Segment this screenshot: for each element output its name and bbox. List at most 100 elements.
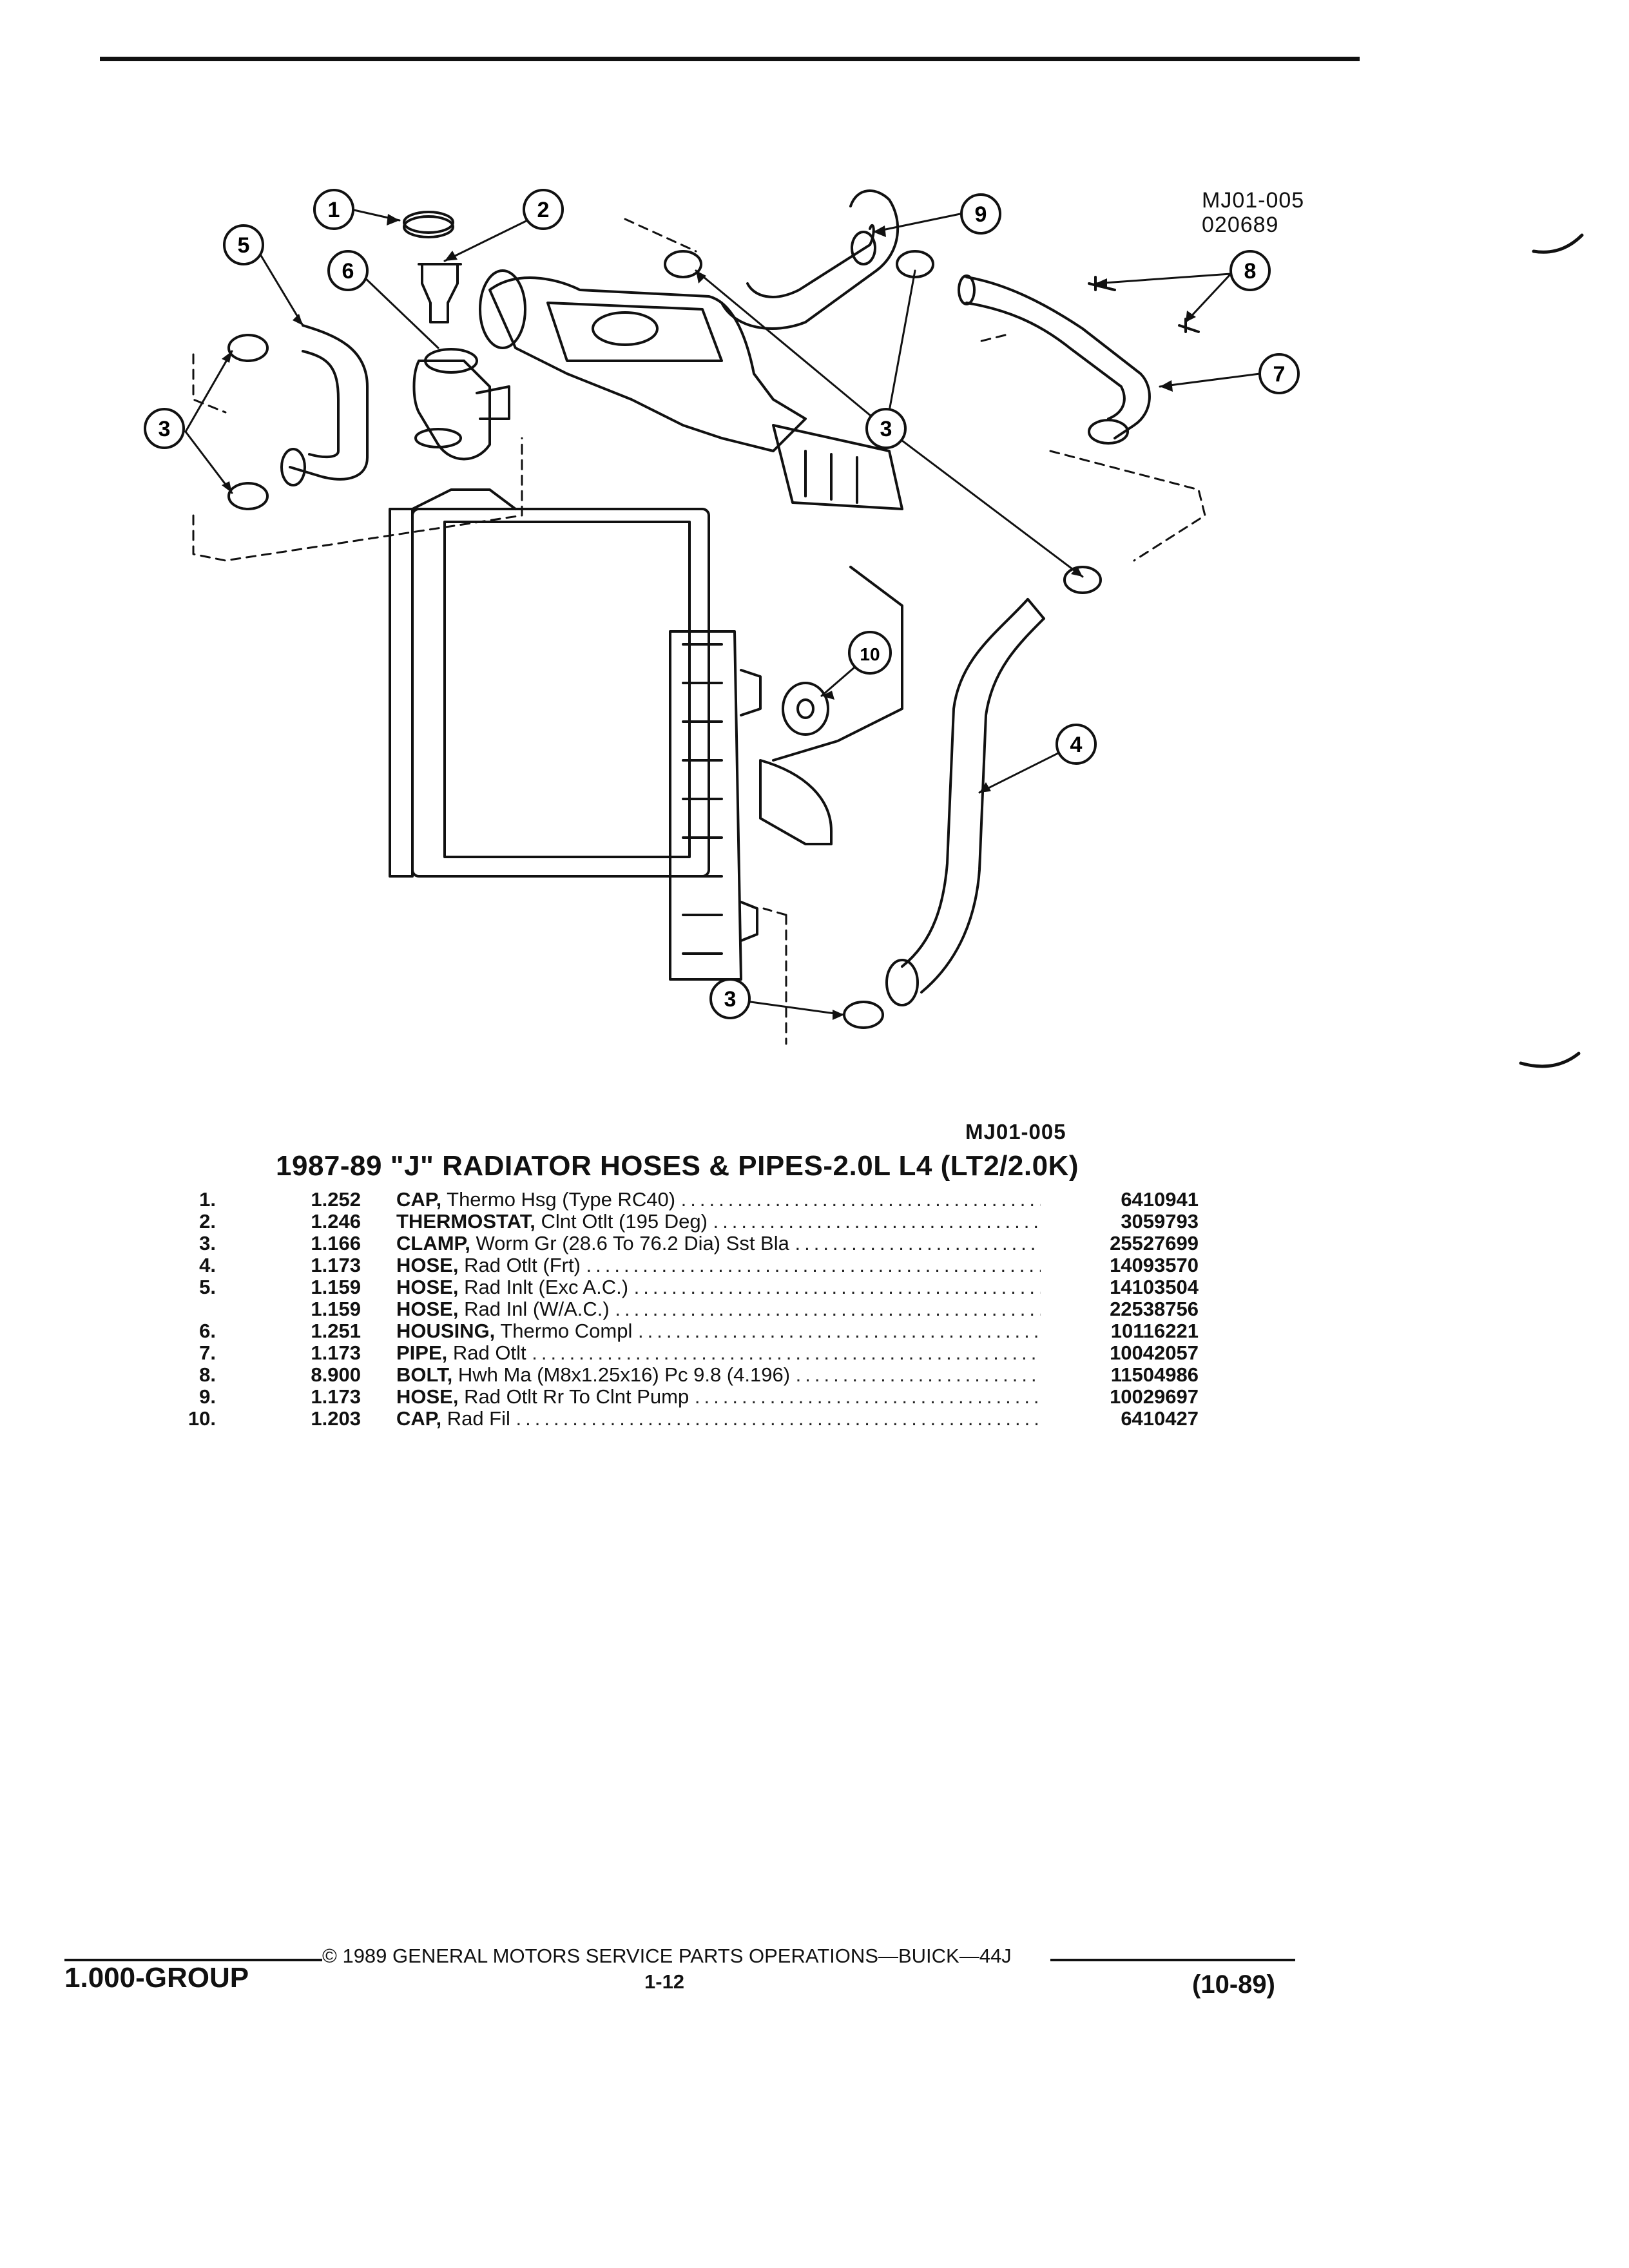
item-number: 5. [199,1276,216,1298]
parts-row: 5. 1.159 HOSE, Rad Inlt (Exc A.C.) .....… [155,1276,1199,1298]
part-description: CAP, Rad Fil ...........................… [396,1408,1041,1430]
radiator-drawing [389,488,762,981]
part-description: HOSE, Rad Otlt (Frt) ...................… [396,1254,1041,1276]
arrowheads [222,214,1196,1020]
callout-1: 1 [313,189,354,230]
part-number: 6410941 [1121,1188,1199,1211]
group-number: 1.203 [311,1407,361,1430]
part-name: HOUSING, [396,1320,496,1342]
part-number: 22538756 [1110,1298,1199,1320]
leader-lines [184,208,1261,1016]
thermostat-drawing [418,263,462,323]
part-number: 10042057 [1110,1341,1199,1364]
part-number: 25527699 [1110,1232,1199,1254]
callout-3a: 3 [144,408,185,449]
part-name: HOSE, [396,1276,459,1298]
part-name: CAP, [396,1189,442,1211]
part-name: HOSE, [396,1386,459,1408]
dashed-guides [192,218,1206,1045]
margin-marks [1519,233,1584,1068]
thermostat-housing-drawing [412,348,510,461]
parts-row: 8. 8.900 BOLT, Hwh Ma (M8x1.25x16) Pc 9.… [155,1364,1199,1386]
part-name: THERMOSTAT, [396,1211,535,1233]
parts-row: 1.159 HOSE, Rad Inl (W/A.C.) ...........… [155,1298,1199,1320]
part-number: 14103504 [1110,1276,1199,1298]
group-number: 1.173 [311,1254,361,1276]
part-description: THERMOSTAT, Clnt Otlt (195 Deg) ........… [396,1211,1041,1233]
callout-8: 8 [1229,250,1271,291]
group-number: 8.900 [311,1363,361,1386]
callouts: 1 2 3 3 3 4 5 6 7 8 9 10 [144,189,1300,1019]
revision-date: (10-89) [1192,1970,1275,1999]
group-number: 1.159 [311,1298,361,1320]
clamps-drawing [227,250,1102,1029]
group-number: 1.246 [311,1210,361,1233]
part-description: HOSE, Rad Otlt Rr To Clnt Pump .........… [396,1386,1041,1408]
part-description: PIPE, Rad Otlt .........................… [396,1342,1041,1364]
callout-6-label: 6 [342,259,354,284]
part-detail: Rad Inl (W/A.C.) [458,1298,610,1320]
callout-3b: 3 [865,408,907,449]
figure-date-code: 020689 [1202,213,1279,237]
exploded-parts-diagram: 1 2 3 3 3 4 5 6 7 8 9 10 [144,189,1584,1068]
cap-drawing [403,211,454,238]
callout-10-label: 10 [860,644,880,664]
part-number: 10116221 [1110,1320,1199,1342]
parts-row: 10. 1.203 CAP, Rad Fil .................… [155,1408,1199,1430]
part-name: HOSE, [396,1298,459,1320]
part-detail: Rad Inlt (Exc A.C.) [458,1276,629,1298]
part-number: 14093570 [1110,1254,1199,1276]
callout-7-label: 7 [1273,362,1286,387]
outlet-pipe-drawing [958,274,1151,445]
group-number: 1.251 [311,1320,361,1342]
parts-row: 7. 1.173 PIPE, Rad Otlt ................… [155,1342,1199,1364]
part-detail: Clnt Otlt (195 Deg) [535,1211,708,1233]
parts-row: 3. 1.166 CLAMP, Worm Gr (28.6 To 76.2 Di… [155,1233,1199,1254]
parts-row: 2. 1.246 THERMOSTAT, Clnt Otlt (195 Deg)… [155,1211,1199,1233]
callout-2: 2 [523,189,564,230]
parts-row: 1. 1.252 CAP, Thermo Hsg (Type RC40) ...… [155,1189,1199,1211]
item-number: 9. [199,1385,216,1408]
footer-copyright: © 1989 GENERAL MOTORS SERVICE PARTS OPER… [322,1945,1012,1967]
figure-code: MJ01-005 [1202,188,1305,213]
footer-rule-right [1050,1959,1295,1961]
group-number: 1.173 [311,1341,361,1364]
part-number: 6410427 [1121,1407,1199,1430]
group-number: 1.166 [311,1232,361,1254]
callout-9-label: 9 [975,202,987,227]
figure-code-bottom: MJ01-005 [965,1120,1066,1144]
parts-title: 1987-89 "J" RADIATOR HOSES & PIPES-2.0L … [276,1150,1079,1182]
upper-hose-drawing [720,189,900,330]
part-number: 10029697 [1110,1385,1199,1408]
part-name: HOSE, [396,1254,459,1276]
part-description: HOSE, Rad Inl (W/A.C.) .................… [396,1298,1041,1320]
callout-5-label: 5 [238,233,250,258]
part-detail: Hwh Ma (M8x1.25x16) Pc 9.8 (4.196) [452,1364,791,1386]
callout-3a-label: 3 [159,417,171,441]
inlet-hose-drawing [280,324,369,486]
part-detail: Rad Otlt (Frt) [458,1254,581,1276]
callout-3c-label: 3 [724,987,737,1012]
parts-row: 6. 1.251 HOUSING, Thermo Compl .........… [155,1320,1199,1342]
part-detail: Rad Fil [441,1408,510,1430]
part-name: CAP, [396,1408,442,1430]
item-number: 8. [199,1363,216,1386]
page-number: 1-12 [644,1970,685,1993]
parts-list: 1. 1.252 CAP, Thermo Hsg (Type RC40) ...… [155,1189,1199,1430]
part-name: CLAMP, [396,1233,470,1254]
callout-7: 7 [1258,353,1300,394]
part-description: HOSE, Rad Inlt (Exc A.C.) ..............… [396,1276,1041,1298]
footer-rule-left [64,1959,322,1961]
callout-9: 9 [960,193,1001,235]
parts-row: 9. 1.173 HOSE, Rad Otlt Rr To Clnt Pump … [155,1386,1199,1408]
figure-code-top: MJ01-005 020689 [1202,188,1304,237]
item-number: 1. [199,1188,216,1211]
part-name: PIPE, [396,1342,448,1364]
item-number: 3. [199,1232,216,1254]
part-detail: Worm Gr (28.6 To 76.2 Dia) Sst Bla [470,1233,789,1254]
part-number: 3059793 [1121,1210,1199,1233]
callout-2-label: 2 [537,198,550,222]
callout-5: 5 [223,224,264,265]
part-description: BOLT, Hwh Ma (M8x1.25x16) Pc 9.8 (4.196)… [396,1364,1041,1386]
callout-4: 4 [1055,724,1097,765]
